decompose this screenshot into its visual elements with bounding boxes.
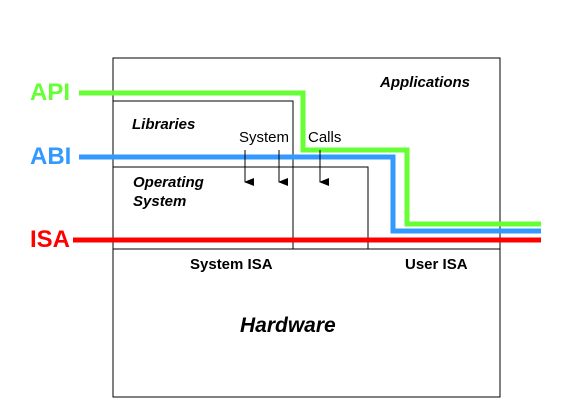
operating-system-label-line2: System — [133, 193, 186, 210]
operating-system-label-line1: Operating — [133, 174, 204, 191]
system-isa-label: System ISA — [190, 256, 273, 273]
user-isa-label: User ISA — [405, 256, 468, 273]
applications-label: Applications — [379, 74, 470, 91]
hardware-box — [112, 248, 501, 398]
isa-label: ISA — [30, 226, 70, 253]
hardware-label: Hardware — [240, 314, 336, 337]
api-interface-line — [79, 90, 541, 227]
system-calls-label-calls: Calls — [308, 129, 341, 146]
libraries-label: Libraries — [132, 116, 195, 133]
api-label: API — [30, 79, 70, 106]
system-calls-label-system: System — [239, 129, 289, 146]
abi-interface-line — [79, 154, 541, 234]
abi-label: ABI — [30, 143, 71, 170]
